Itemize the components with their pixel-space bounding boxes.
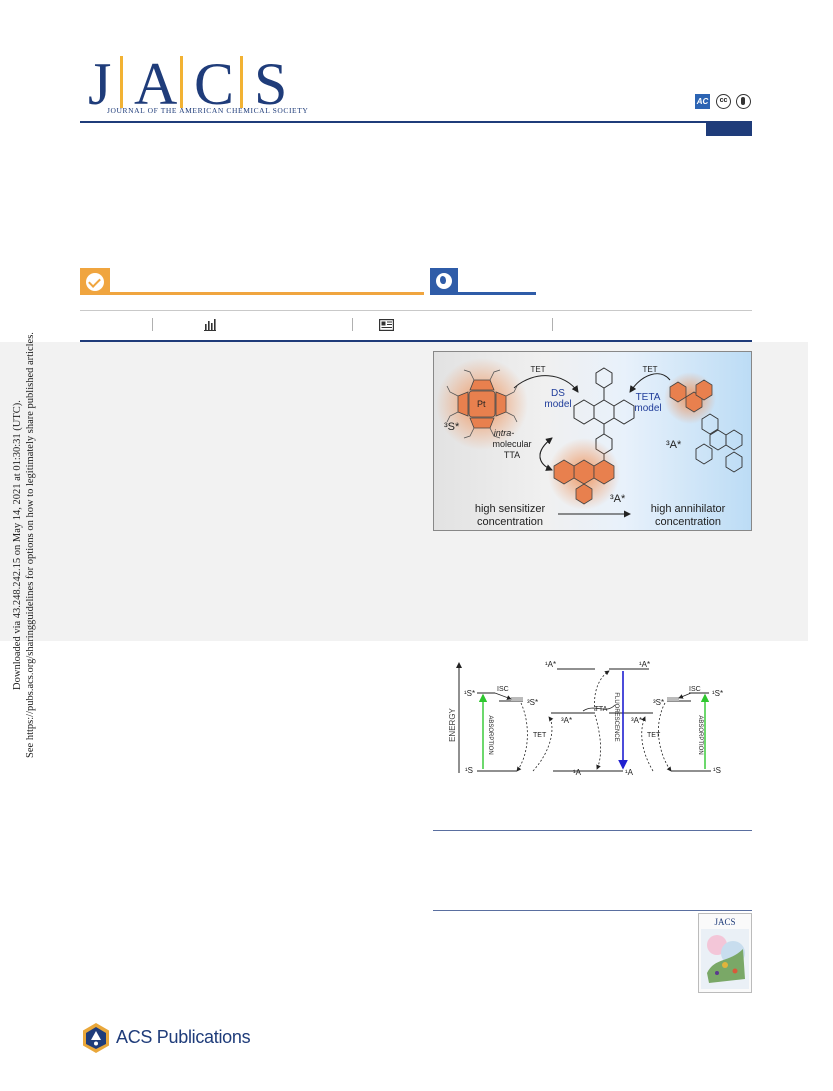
a3-left-label: ³A* (561, 716, 572, 725)
side-note-line-1: Downloaded via 43.248.242.15 on May 14, … (12, 400, 23, 690)
right-s1-label: ¹S* (712, 689, 723, 698)
energy-axis-label: ENERGY (448, 707, 457, 741)
excited-anthracene (553, 459, 615, 505)
logo-divider (120, 56, 123, 108)
sensitizer-state-label: ³S* (444, 421, 460, 433)
left-s0-label: ¹S (465, 766, 473, 775)
a1-top-left-label: ¹A* (545, 660, 556, 669)
bottom-right-line-2: concentration (655, 516, 721, 528)
article-recommendations-icon[interactable] (379, 319, 394, 331)
metrics-separator (352, 318, 353, 331)
bottom-right-line-1: high annihilator (651, 503, 726, 515)
attribution-icon (736, 94, 751, 109)
tta-connector (582, 704, 616, 712)
teta-model-label-1: TETA (636, 392, 661, 403)
ds-model-label-1: DS (551, 388, 565, 399)
intra-label-1: intra- (494, 428, 515, 438)
tta-up-arrow (594, 670, 610, 712)
logo-letter-j: J (88, 51, 112, 117)
left-isc-label: ISC (497, 686, 509, 693)
acs-publications-logo: ACS Publications (80, 1022, 251, 1056)
porphyrin-ethyls (446, 369, 518, 439)
toc-graphic: Pt ³S* ³A* intra- molecular TTA TET (433, 351, 752, 531)
tethered-excited (669, 379, 713, 413)
teta-model-label-2: model (634, 403, 661, 414)
pt-porphyrin (457, 379, 507, 429)
fluorescence-label: FLUORESCENCE (613, 692, 619, 741)
globe-icon (436, 273, 452, 289)
ds-model-label-2: model (544, 399, 571, 410)
tet-right-label: TET (642, 365, 657, 374)
metrics-rule-bottom (80, 340, 752, 342)
bottom-left-line-2: concentration (477, 516, 543, 528)
left-tet-label: TET (533, 732, 547, 739)
side-note-line-2[interactable]: See https://pubs.acs.org/sharingguidelin… (25, 332, 36, 758)
intra-tta-arrow-back (539, 437, 553, 471)
creative-commons-icon: cc (716, 94, 731, 109)
right-tet-arrow (641, 716, 654, 772)
right-isc-arrow (678, 692, 692, 699)
section-rule (433, 910, 752, 911)
jacs-logo: J A C S JOURNAL OF THE AMERICAN CHEMICAL… (80, 50, 310, 120)
annihilator-state-left: ³A* (610, 493, 626, 505)
acs-hexagon-icon (83, 1023, 109, 1053)
left-s3-label: ³S* (527, 698, 538, 707)
right-s3-label: ³S* (653, 698, 664, 707)
left-s1-label: ¹S* (464, 689, 475, 698)
tethered-ground (695, 413, 743, 473)
a1-top-right-label: ¹A* (639, 660, 650, 669)
side-note-text: Downloaded via 43.248.242.15 on May 14, … (11, 332, 37, 758)
logo-divider (180, 56, 183, 108)
bottom-left-line-1: high sensitizer (475, 503, 546, 515)
tet-right-arrow (629, 373, 671, 393)
peer-reviewed-bar (110, 292, 424, 295)
logo-letter-a: A (134, 51, 178, 117)
left-tet-arrow (532, 716, 554, 772)
open-access-badge (430, 268, 458, 295)
right-isc-label: ISC (689, 686, 701, 693)
journal-name: JOURNAL OF THE AMERICAN CHEMICAL SOCIETY (107, 106, 309, 115)
intra-label-3: TTA (504, 450, 520, 460)
tta-down-arrow (594, 714, 601, 770)
pt-label: Pt (477, 399, 486, 409)
a3-right-label: ³A* (631, 716, 642, 725)
metrics-separator (552, 318, 553, 331)
absorption-left-label: ABSORPTION (487, 715, 493, 754)
section-rule (433, 830, 752, 831)
right-tet-return-arrow (658, 702, 672, 772)
tta-label: TTA (595, 706, 608, 713)
absorption-right-label: ABSORPTION (697, 715, 703, 754)
cover-title: JACS (714, 917, 736, 927)
journal-cover-thumbnail[interactable]: JACS (698, 913, 752, 993)
logo-letter-s: S (254, 51, 288, 117)
download-side-note: Downloaded via 43.248.242.15 on May 14, … (6, 330, 42, 760)
peer-reviewed-badge (80, 268, 110, 295)
acs-publications-text: ACS Publications (116, 1027, 251, 1047)
metrics-chart-icon[interactable] (203, 318, 217, 331)
right-s0-label: ¹S (713, 766, 721, 775)
right-tet-label: TET (647, 732, 661, 739)
open-access-bar (458, 292, 536, 295)
metrics-separator (152, 318, 153, 331)
left-isc-arrow (494, 692, 512, 700)
header-rule (80, 121, 752, 123)
tet-left-arrow (513, 375, 579, 393)
acs-authorchoice-icon: AC (695, 94, 710, 109)
left-tet-return-arrow (516, 702, 528, 772)
intra-label-2: molecular (492, 439, 531, 449)
a0-right-label: ¹A (625, 768, 634, 777)
checkmark-icon (86, 273, 104, 291)
toc-graphic-svg: Pt ³S* ³A* intra- molecular TTA TET (436, 358, 743, 528)
logo-divider (240, 56, 243, 108)
a0-left-label: ¹A (573, 768, 582, 777)
energy-diagram-svg: ENERGY ABSORPTION ¹S* ³S* ¹S ISC TET FLU… (448, 660, 723, 777)
header-tab (706, 123, 752, 136)
energy-diagram: ENERGY ABSORPTION ¹S* ³S* ¹S ISC TET FLU… (433, 655, 752, 780)
logo-letter-c: C (194, 51, 235, 117)
cover-art (701, 929, 749, 989)
tet-left-label: TET (530, 365, 545, 374)
metrics-rule-top (80, 310, 752, 311)
annihilator-state-right: ³A* (666, 439, 682, 451)
